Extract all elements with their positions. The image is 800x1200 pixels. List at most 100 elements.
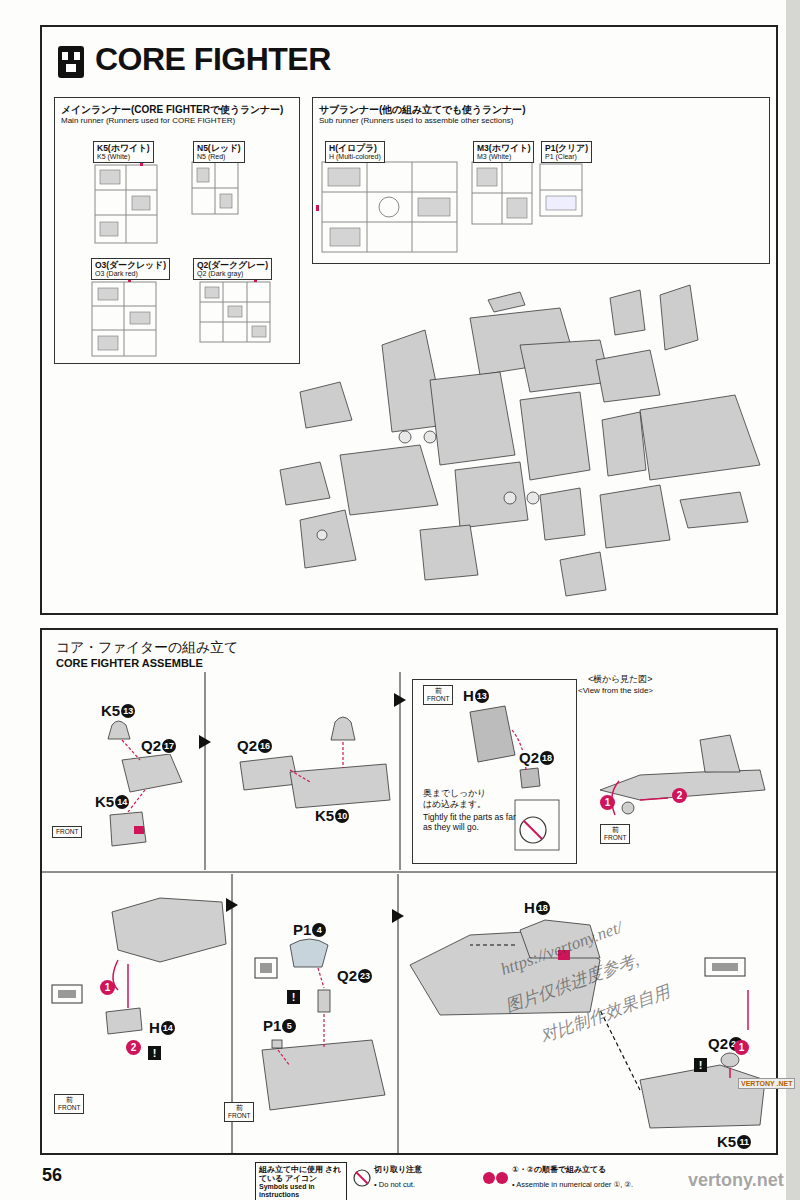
caution-mark: ! <box>694 1058 707 1072</box>
assembly-panel: コア・ファイターの組み立てCORE FIGHTER ASSEMBLEFRONT奥… <box>40 628 778 1155</box>
symbol-note: • Assemble in numerical order ①, ②. <box>512 1180 633 1189</box>
callout-number: 14 <box>161 1021 175 1035</box>
page-number: 56 <box>42 1165 62 1186</box>
callout: Q218 <box>518 750 555 766</box>
view-label: <View from the side> <box>578 686 653 696</box>
runner-tag: P1(クリア)P1 (Clear) <box>541 141 592 163</box>
callout-number: 10 <box>335 809 349 823</box>
callout: K514 <box>94 794 130 810</box>
heading-text: O3(ダークレッド) <box>95 260 166 270</box>
heading-text: サブランナー(他の組み立てでも使うランナー) <box>319 103 763 116</box>
sub-text: Symbols used in instructions <box>259 1183 343 1199</box>
callout-number: 13 <box>121 704 135 718</box>
symbol-box: 組み立て中に使用 されている アイコンSymbols used in instr… <box>255 1162 347 1200</box>
callout: P14 <box>292 922 327 938</box>
title-panel: CORE FIGHTER メインランナー(CORE FIGHTERで使うランナー)… <box>40 25 778 615</box>
runner-tag: H(イロプラ)H (Multi-colored) <box>325 141 385 163</box>
heading-text: FRONT <box>56 828 78 836</box>
sub-text: Tightly fit the parts as far as they wil… <box>423 812 523 832</box>
watermark-logo: VERTONY .NET <box>738 1078 795 1089</box>
sub-text: N5 (Red) <box>197 153 241 161</box>
callout-number: 13 <box>475 689 489 703</box>
part-name: Q2 <box>708 1036 728 1052</box>
front-icon: 前FRONT <box>423 685 453 705</box>
heading-text: 前 <box>228 1104 250 1112</box>
sub-text: Q2 (Dark gray) <box>197 270 268 278</box>
symbol-note: • Do not cut. <box>374 1180 415 1189</box>
callout-number: 18 <box>536 901 550 915</box>
callout: Q216 <box>236 738 273 754</box>
runner-tag: Q2(ダークグレー)Q2 (Dark gray) <box>193 258 272 280</box>
callout-number: 4 <box>312 923 326 937</box>
callout-number: 18 <box>540 751 554 765</box>
part-name: P1 <box>293 922 311 938</box>
sub-text: FRONT <box>604 834 626 842</box>
symbol-note: 切り取り注意 <box>374 1164 422 1175</box>
heading-text: メインランナー(CORE FIGHTERで使うランナー) <box>61 103 293 116</box>
heading-text: CORE FIGHTER <box>95 39 776 79</box>
callout-number: 17 <box>162 739 176 753</box>
callout: H13 <box>462 688 490 704</box>
part-name: Q2 <box>337 968 357 984</box>
heading-text: K5(ホワイト) <box>97 143 150 153</box>
symbol-note: ①・②の順番で組み立てる <box>512 1164 606 1175</box>
callout-number: 16 <box>258 739 272 753</box>
part-name: Q2 <box>519 750 539 766</box>
caution-mark: ! <box>148 1046 161 1060</box>
callout-number: 11 <box>737 1135 751 1149</box>
part-name: H <box>463 688 474 704</box>
step-number: 1 <box>100 980 115 995</box>
heading-text: コア・ファイターの組み立て <box>56 638 762 656</box>
heading-text: 前 <box>604 826 626 834</box>
sub-text: H (Multi-colored) <box>329 153 381 161</box>
step-inset: 奥までしっかり はめ込みます。Tightly fit the parts as … <box>412 679 577 864</box>
heading-text: 組み立て中に使用 されている アイコン <box>259 1165 343 1183</box>
front-icon: 前FRONT <box>224 1102 254 1122</box>
callout: K511 <box>716 1134 752 1150</box>
front-icon: 前FRONT <box>54 1094 84 1114</box>
runner-tag: M3(ホワイト)M3 (White) <box>473 141 534 163</box>
heading-text: 前 <box>58 1096 80 1104</box>
sub-text: M3 (White) <box>477 153 530 161</box>
callout: Q223 <box>336 968 373 984</box>
step-number: 1 <box>600 795 615 810</box>
callout-number: 14 <box>115 795 129 809</box>
front-icon: 前FRONT <box>600 824 630 844</box>
front-icon: FRONT <box>52 826 82 838</box>
step-number: 1 <box>734 1040 749 1055</box>
callout: H18 <box>523 900 551 916</box>
part-name: K5 <box>315 808 334 824</box>
part-name: K5 <box>95 794 114 810</box>
heading-text: N5(レッド) <box>197 143 241 153</box>
part-name: Q2 <box>141 738 161 754</box>
runner-tag: O3(ダークレッド)O3 (Dark red) <box>91 258 170 280</box>
part-name: Q2 <box>237 738 257 754</box>
part-name: K5 <box>101 703 120 719</box>
runner-tag: N5(レッド)N5 (Red) <box>193 141 245 163</box>
callout: K513 <box>100 703 136 719</box>
callout: Q217 <box>140 738 177 754</box>
watermark: vertony.net <box>688 1170 784 1191</box>
step-number: 2 <box>126 1040 141 1055</box>
heading-text: M3(ホワイト) <box>477 143 530 153</box>
heading-text: H(イロプラ) <box>329 143 381 153</box>
heading-text: 奥までしっかり はめ込みます。 <box>423 788 493 810</box>
part-name: K5 <box>717 1134 736 1150</box>
heading-text: P1(クリア) <box>545 143 588 153</box>
sub-text: FRONT <box>58 1104 80 1112</box>
runner-panel: メインランナー(CORE FIGHTERで使うランナー)Main runner … <box>54 97 300 364</box>
callout: K510 <box>314 808 350 824</box>
callout-number: 5 <box>282 1019 296 1033</box>
runner-panel: サブランナー(他の組み立てでも使うランナー)Sub runner (Runner… <box>312 97 770 264</box>
heading-text: 前 <box>427 687 449 695</box>
step-number: 2 <box>672 788 687 803</box>
part-name: H <box>524 900 535 916</box>
heading-text: Q2(ダークグレー) <box>197 260 268 270</box>
callout-number: 23 <box>358 969 372 983</box>
caution-mark: ! <box>287 990 300 1004</box>
sub-text: K5 (White) <box>97 153 150 161</box>
callout: P15 <box>262 1018 297 1034</box>
sub-text: Sub runner (Runners used to assemble oth… <box>319 116 763 126</box>
